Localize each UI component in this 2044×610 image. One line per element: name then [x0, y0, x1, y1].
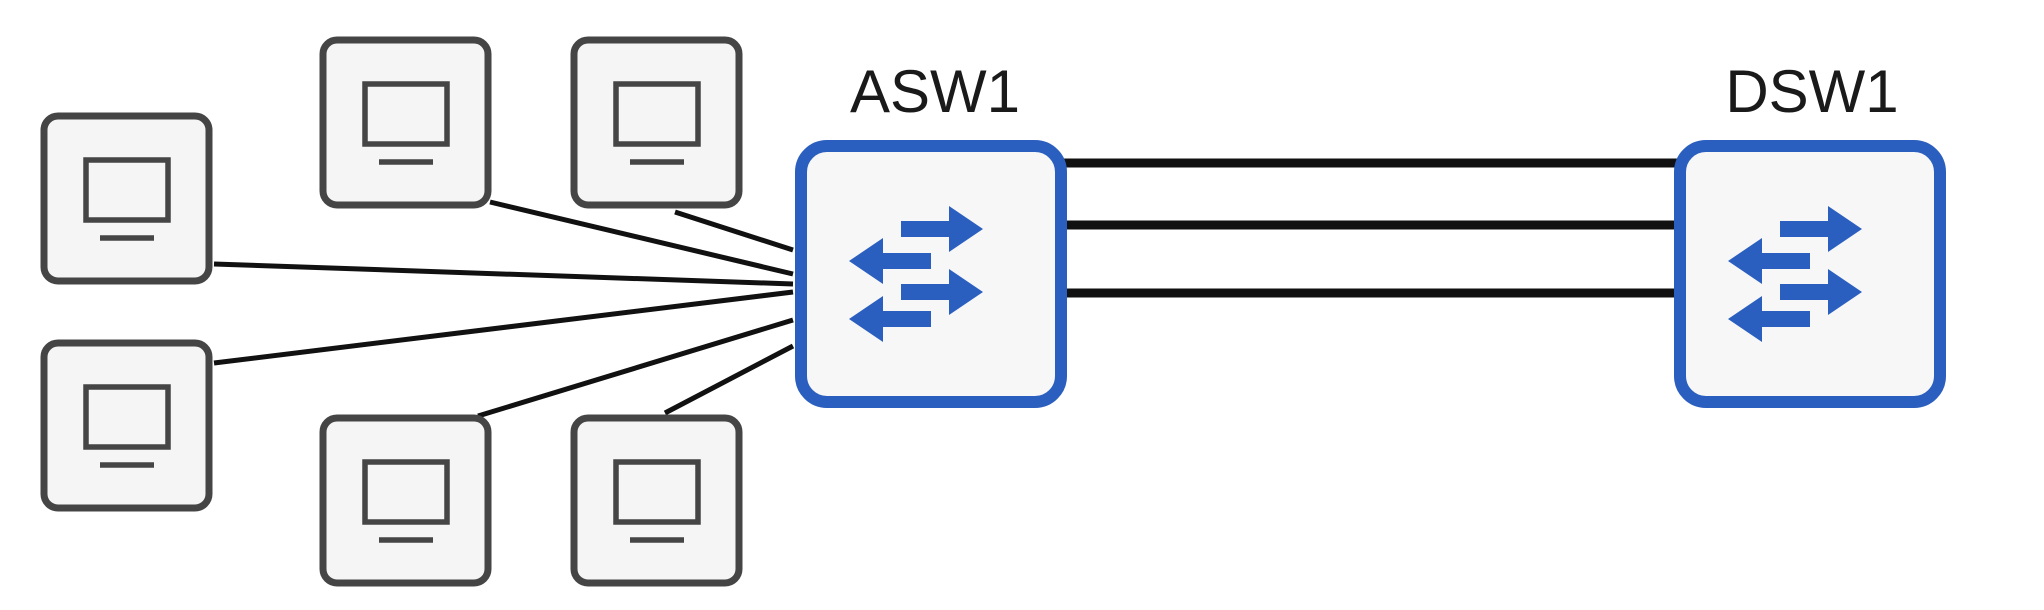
link-pc-3-asw1 [489, 199, 794, 277]
link-pc-5-asw1 [477, 317, 794, 419]
switch-box [795, 140, 1067, 408]
switch-dsw1[interactable] [1674, 140, 1946, 408]
switch-arrows-icon [849, 206, 983, 342]
switch-box [1674, 140, 1946, 408]
pc-icon [613, 81, 701, 165]
link-pc-6-asw1 [663, 343, 795, 416]
pc-icon [362, 81, 450, 165]
pc-2[interactable] [40, 339, 213, 512]
pc-icon [83, 157, 171, 241]
switch-label-asw1: ASW1 [850, 58, 1020, 125]
pc-icon [613, 459, 701, 543]
pc-box [570, 36, 743, 209]
link-pc-2-asw1 [213, 289, 794, 366]
pc-5[interactable] [319, 414, 492, 587]
switch-asw1[interactable] [795, 140, 1067, 408]
pc-4[interactable] [570, 36, 743, 209]
pc-6[interactable] [570, 414, 743, 587]
link-pc-4-asw1 [674, 209, 794, 253]
labels-layer: ASW1 DSW1 [850, 58, 1899, 125]
pc-3[interactable] [319, 36, 492, 209]
links-layer [213, 158, 1680, 419]
nodes-layer [40, 36, 1946, 587]
switch-arrows-icon [1728, 206, 1862, 342]
switch-label-dsw1: DSW1 [1725, 58, 1898, 125]
pc-box [319, 36, 492, 209]
pc-icon [83, 384, 171, 468]
pc-box [40, 339, 213, 512]
pc-box [570, 414, 743, 587]
link-pc-1-asw1 [213, 261, 794, 287]
pc-icon [362, 459, 450, 543]
pc-1[interactable] [40, 112, 213, 285]
pc-box [40, 112, 213, 285]
pc-box [319, 414, 492, 587]
